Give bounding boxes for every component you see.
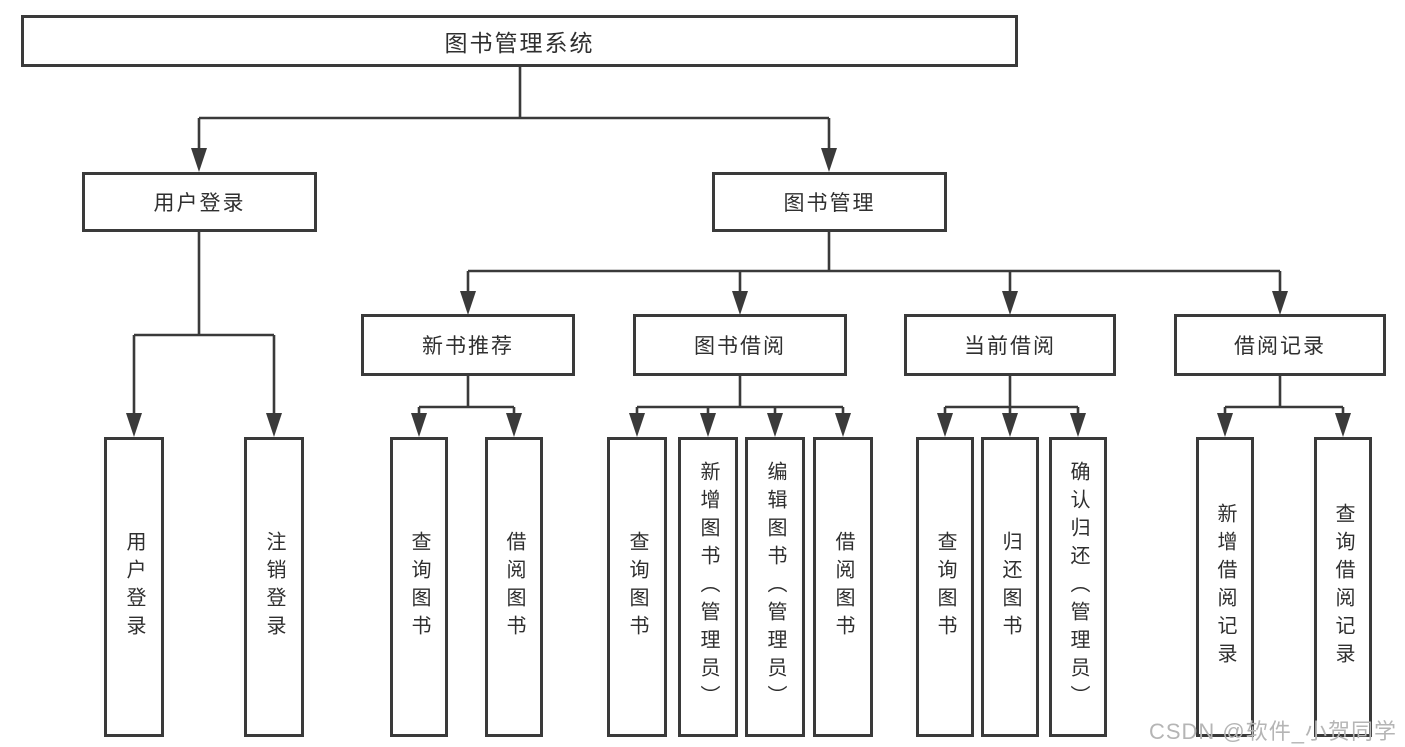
leaf-query-books-recommend: 查询图书	[390, 437, 448, 737]
leaf-add-borrow-record: 新增借阅记录	[1196, 437, 1254, 737]
leaf-logout: 注销登录	[244, 437, 304, 737]
leaf-label: 查询图书	[408, 531, 430, 643]
connector-root	[197, 67, 831, 152]
connector-login	[132, 232, 276, 417]
leaf-return-books: 归还图书	[981, 437, 1039, 737]
node-label: 用户登录	[153, 192, 246, 215]
node-new-book-recommend: 新书推荐	[361, 314, 575, 376]
leaf-add-books-admin: 新增图书（管理员）	[678, 437, 738, 737]
leaf-label: 查询图书	[626, 531, 648, 643]
node-borrowing-records: 借阅记录	[1174, 314, 1386, 376]
connector-management	[466, 232, 1282, 295]
leaf-user-login: 用户登录	[104, 437, 164, 737]
leaf-query-borrow-record: 查询借阅记录	[1314, 437, 1372, 737]
leaf-label: 归还图书	[999, 531, 1021, 643]
csdn-watermark: CSDN @软件_小贺同学	[1148, 719, 1397, 744]
node-book-management-branch: 图书管理	[712, 172, 947, 232]
node-root-system: 图书管理系统	[21, 15, 1018, 67]
leaf-label: 查询图书	[934, 531, 956, 643]
leaf-label: 用户登录	[123, 531, 145, 643]
leaf-borrow-books-recommend: 借阅图书	[485, 437, 543, 737]
connector-current	[943, 376, 1080, 416]
leaf-label: 查询借阅记录	[1332, 503, 1354, 671]
leaf-label: 新增图书（管理员）	[697, 461, 719, 713]
connector-records	[1223, 376, 1345, 416]
node-book-borrowing: 图书借阅	[633, 314, 847, 376]
leaf-label: 新增借阅记录	[1214, 503, 1236, 671]
leaf-label: 借阅图书	[832, 531, 854, 643]
leaf-label: 确认归还（管理员）	[1067, 461, 1089, 713]
connector-new-books	[417, 376, 516, 416]
node-root-label: 图书管理系统	[444, 30, 595, 56]
connector-borrowing	[635, 376, 845, 416]
node-user-login-branch: 用户登录	[82, 172, 317, 232]
node-label: 当前借阅	[964, 335, 1056, 358]
leaf-label: 借阅图书	[503, 531, 525, 643]
leaf-confirm-return-admin: 确认归还（管理员）	[1049, 437, 1107, 737]
leaf-label: 注销登录	[263, 531, 285, 643]
leaf-borrow-books: 借阅图书	[813, 437, 873, 737]
leaf-label: 编辑图书（管理员）	[764, 461, 786, 713]
arrowheads	[126, 148, 1351, 437]
leaf-edit-books-admin: 编辑图书（管理员）	[745, 437, 805, 737]
node-current-borrowing: 当前借阅	[904, 314, 1116, 376]
node-label: 图书借阅	[694, 335, 786, 358]
leaf-query-books-borrowing: 查询图书	[607, 437, 667, 737]
node-label: 图书管理	[783, 192, 876, 215]
leaf-query-books-current: 查询图书	[916, 437, 974, 737]
node-label: 新书推荐	[422, 335, 514, 358]
node-label: 借阅记录	[1234, 335, 1326, 358]
